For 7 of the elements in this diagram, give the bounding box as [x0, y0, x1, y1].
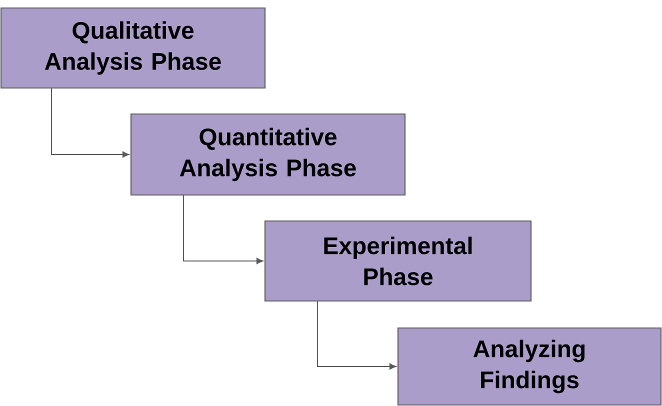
- arrow: [50, 88, 130, 158]
- process-box: Quantitative Analysis Phase: [130, 113, 406, 196]
- process-box: Experimental Phase: [264, 220, 532, 302]
- arrow: [316, 301, 396, 370]
- process-box: Qualitative Analysis Phase: [0, 7, 266, 89]
- arrow: [182, 195, 264, 264]
- process-box: Analyzing Findings: [397, 327, 662, 406]
